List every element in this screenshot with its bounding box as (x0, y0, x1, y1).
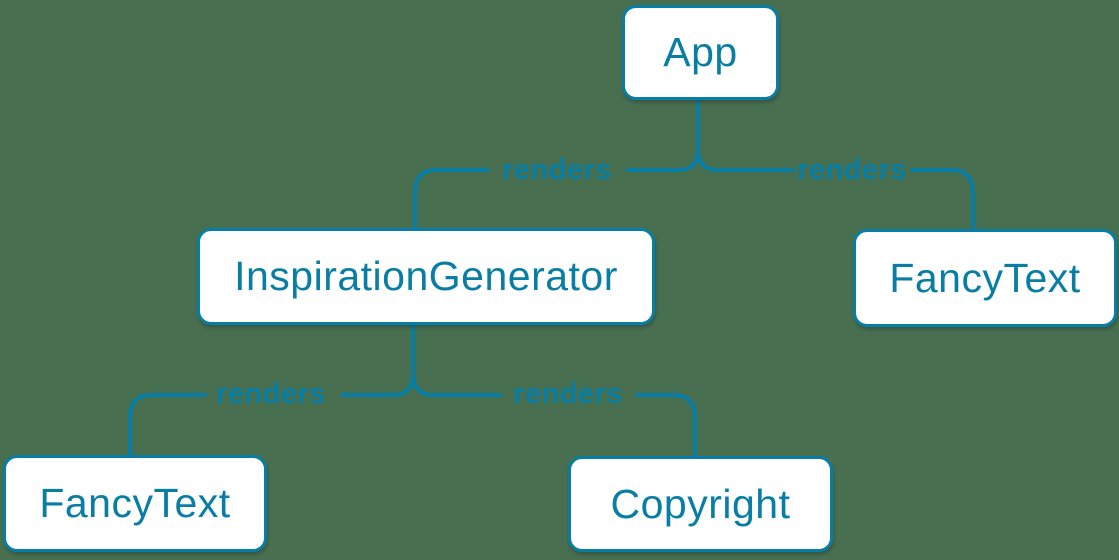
tree-node-inspiration-generator-label: InspirationGenerator (234, 253, 618, 299)
tree-node-inspiration-generator: InspirationGenerator (197, 228, 655, 325)
edge-inspiration-generator-to-copyright (411, 323, 697, 458)
tree-node-app-label: App (663, 29, 738, 75)
edge-label-renders-inspiration-generator-fancy-text: renders (216, 378, 326, 410)
tree-node-copyright: Copyright (568, 456, 833, 552)
tree-node-fancy-text-left: FancyText (3, 455, 267, 552)
tree-node-fancy-text-left-label: FancyText (39, 480, 231, 526)
tree-node-app: App (622, 5, 779, 100)
edge-label-renders-inspiration-generator-copyright: renders (513, 378, 623, 410)
edge-app-to-fancy-text (696, 98, 975, 231)
edge-label-renders-app-inspiration-generator: renders (502, 154, 612, 186)
edge-label-renders-app-fancy-text: renders (797, 154, 907, 186)
tree-node-copyright-label: Copyright (610, 480, 791, 527)
tree-node-fancy-text-right-label: FancyText (889, 254, 1081, 301)
tree-node-fancy-text-right: FancyText (853, 229, 1117, 327)
